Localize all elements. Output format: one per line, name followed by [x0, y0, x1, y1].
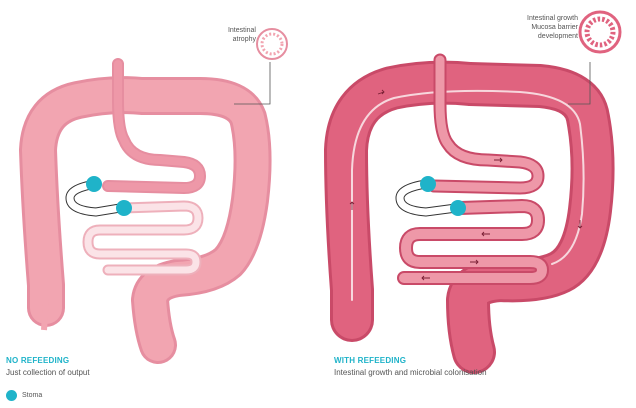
left-panel-subtitle: Just collection of output — [6, 368, 90, 377]
right-callout-line-1: Intestinal growth — [478, 14, 578, 23]
left-callout-line-1: Intestinal — [176, 26, 256, 35]
left-panel-heading: NO REFEEDING — [6, 356, 69, 365]
atrophy-cross-section-icon — [257, 29, 287, 59]
left-callout-line-2: atrophy — [176, 35, 256, 44]
right-small-bowel — [404, 206, 542, 278]
left-callout-text: Intestinal atrophy — [176, 26, 256, 44]
left-stoma-distal — [116, 200, 132, 216]
left-stoma-proximal — [86, 176, 102, 192]
right-callout-line-2: Mucosa barrier — [478, 23, 578, 32]
stoma-dot-icon — [6, 390, 17, 401]
left-panel-illustration — [38, 29, 287, 345]
legend-label: Stoma — [22, 392, 42, 399]
growth-cross-section-icon — [580, 12, 620, 52]
right-callout-text: Intestinal growth Mucosa barrier develop… — [478, 14, 578, 41]
right-panel-heading: WITH REFEEDING — [334, 356, 406, 365]
right-panel-subtitle: Intestinal growth and microbial colonisa… — [334, 368, 487, 377]
right-stoma-proximal — [420, 176, 436, 192]
right-callout-line-3: development — [478, 32, 578, 41]
right-panel-illustration — [346, 12, 620, 352]
right-stoma-distal — [450, 200, 466, 216]
